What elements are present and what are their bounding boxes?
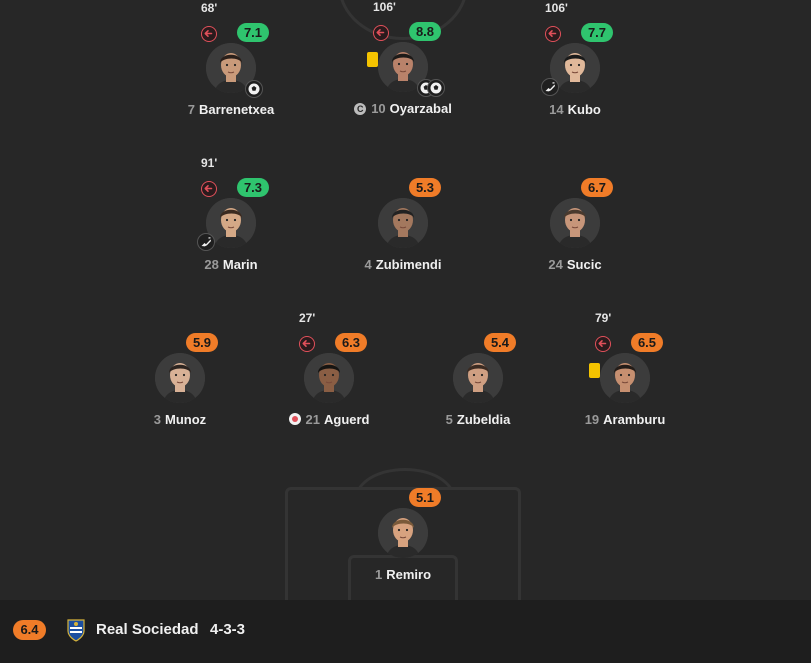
player-rating-badge: 8.8 [409, 22, 441, 41]
center-circle-arc [338, 0, 468, 40]
player-rating-badge: 6.5 [631, 333, 663, 352]
player-number: 1 [374, 567, 383, 582]
captain-icon: C [354, 103, 367, 115]
player-avatar[interactable] [600, 353, 650, 403]
player-number: 21 [305, 412, 320, 427]
player-number: 10 [371, 101, 386, 116]
player-rating-badge: 7.7 [581, 23, 613, 42]
sub-minute: 91' [201, 156, 218, 170]
team-footer: 6.4 Real Sociedad 4-3-3 [0, 600, 811, 663]
assist-boot-icon [197, 233, 215, 251]
ball-icon [245, 80, 263, 98]
team-rating-badge: 6.4 [13, 620, 46, 640]
player-name: Munoz [165, 412, 207, 427]
pitch [285, 0, 521, 600]
substituted-off-icon [595, 336, 611, 352]
player-number: 28 [204, 257, 219, 272]
player-name: Aguerd [323, 412, 370, 427]
yellow-card-icon [367, 52, 378, 67]
player-avatar[interactable] [378, 198, 428, 248]
player-name: Marin [222, 257, 258, 272]
player-number: 4 [364, 257, 372, 272]
player-number: 19 [584, 412, 600, 427]
player-name: Sucic [566, 257, 602, 272]
player-avatar[interactable] [378, 508, 428, 558]
player-avatar[interactable] [550, 198, 600, 248]
player-avatar[interactable] [453, 353, 503, 403]
substituted-off-icon [299, 336, 315, 352]
player-rating-badge: 5.4 [484, 333, 516, 352]
assist-boot-icon [541, 78, 559, 96]
player-rating-badge: 6.3 [335, 333, 367, 352]
player-number: 5 [445, 412, 453, 427]
player-rating-badge: 5.1 [409, 488, 441, 507]
player-rating-badge: 7.1 [237, 23, 269, 42]
player-rating-badge: 5.3 [409, 178, 441, 197]
player-number: 14 [549, 102, 564, 117]
player-name: Kubo [567, 102, 601, 117]
player-avatar[interactable] [155, 353, 205, 403]
sub-minute: 106' [373, 0, 396, 14]
substituted-off-icon [201, 26, 217, 42]
player-name: Aramburu [603, 412, 666, 427]
formation-label: 4-3-3 [210, 621, 246, 638]
substituted-off-icon [373, 25, 389, 41]
player-name: Oyarzabal [389, 101, 452, 116]
player-number: 24 [548, 257, 563, 272]
substituted-off-icon [201, 181, 217, 197]
player-rating-badge: 7.3 [237, 178, 269, 197]
ball-icon [427, 79, 445, 97]
player-name: Zubeldia [456, 412, 511, 427]
sub-minute: 79' [595, 311, 612, 325]
sub-minute: 27' [299, 311, 316, 325]
player-number: 3 [153, 412, 162, 427]
substituted-off-icon [545, 26, 561, 42]
injury-icon [288, 413, 301, 425]
sub-minute: 106' [545, 1, 568, 15]
player-name: Zubimendi [375, 257, 442, 272]
sub-minute: 68' [201, 1, 218, 15]
player-name: Barrenetxea [199, 102, 275, 117]
team-name[interactable]: Real Sociedad [96, 621, 199, 638]
player-rating-badge: 6.7 [581, 178, 613, 197]
player-name: Remiro [386, 567, 432, 582]
player-avatar[interactable] [304, 353, 354, 403]
player-number: 7 [187, 102, 196, 117]
player-rating-badge: 5.9 [186, 333, 218, 352]
yellow-card-icon [589, 363, 600, 378]
team-crest-icon [66, 619, 86, 642]
